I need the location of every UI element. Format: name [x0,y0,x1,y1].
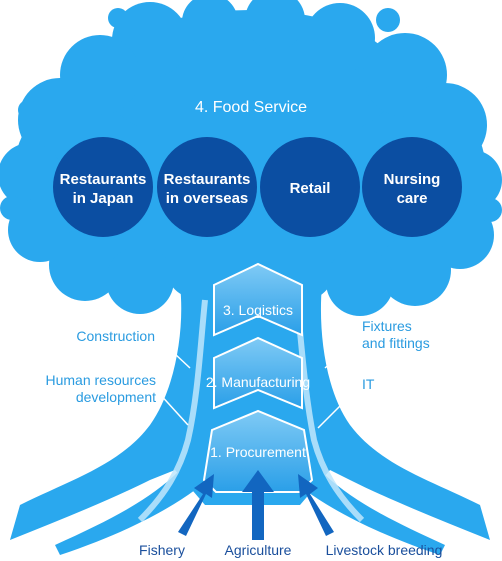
fixtures-leader [324,339,357,369]
circle-restaurants-japan-line1: Restaurants [60,171,147,188]
it-label: IT [362,376,375,392]
agriculture-arrow [242,470,274,540]
stage-column [202,262,314,493]
trunk-channels [137,299,365,523]
circle-nursing-care: Nursing care [362,137,462,237]
construction-leader [159,339,191,369]
fishery-arrow [178,474,214,536]
circle-nursing-care-line1: Nursing [384,171,441,188]
stage-manufacturing [213,336,303,410]
livestock-arrow [298,474,334,536]
circle-retail: Retail [260,137,360,237]
construction-label: Construction [76,328,155,344]
it-leader [317,389,357,429]
stage-logistics-label: 3. Logistics [223,302,293,318]
fixtures-label-line1: Fixtures [362,318,412,334]
circle-restaurants-overseas-line1: Restaurants [164,171,251,188]
food-service-circles: Restaurants in Japan Restaurants in over… [53,137,462,237]
food-service-title: 4. Food Service [195,99,307,116]
human-resources-leader [157,391,189,426]
circle-retail-label: Retail [290,180,331,197]
fixtures-label-line2: and fittings [362,335,430,351]
circle-restaurants-japan-line2: in Japan [73,190,134,207]
circle-restaurants-japan: Restaurants in Japan [53,137,153,237]
side-labels: Construction Human resources development… [46,318,430,429]
livestock-label: Livestock breeding [326,542,443,558]
circle-restaurants-overseas-line2: in overseas [166,190,249,207]
circle-restaurants-overseas: Restaurants in overseas [157,137,257,237]
human-resources-label-line1: Human resources [46,372,157,388]
stage-procurement-label: 1. Procurement [210,444,306,460]
tree-trunk [10,285,490,540]
circle-nursing-care-line2: care [397,190,428,207]
agriculture-label: Agriculture [225,542,292,558]
fishery-label: Fishery [139,542,185,558]
human-resources-label-line2: development [76,389,156,405]
input-arrows [178,470,334,540]
stage-manufacturing-label: 2. Manufacturing [206,374,310,390]
stage-logistics [213,262,303,337]
